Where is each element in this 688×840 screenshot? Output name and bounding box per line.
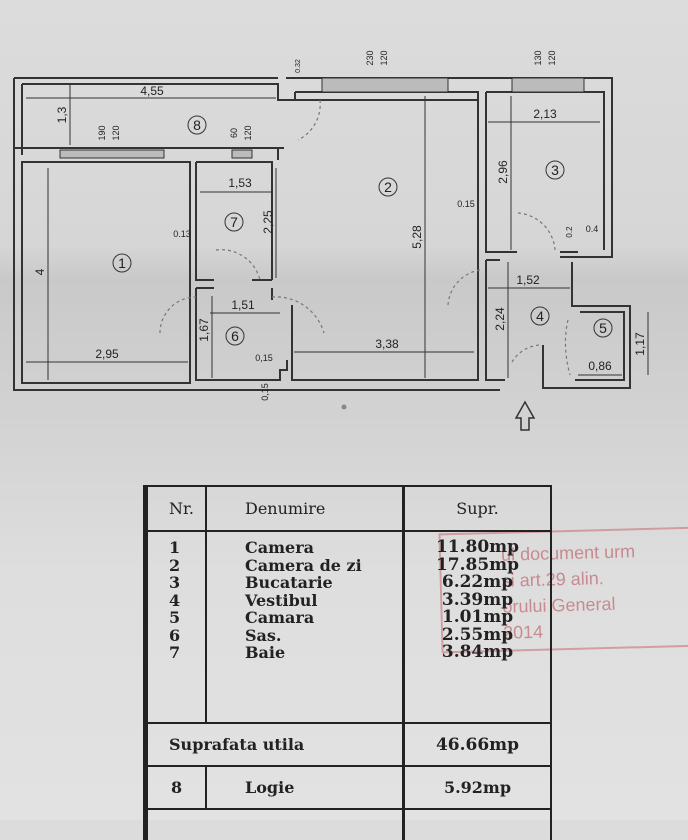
dim-label: 1,17 [633,332,647,356]
door-swing [511,344,541,363]
room-8-marker: 8 [187,115,207,135]
dim-label: 0.32 [295,59,302,73]
room-4-marker: 4 [530,306,550,326]
loggia-nr: 8 [145,767,207,808]
room-1-marker: 1 [112,253,132,273]
dim-label: 0,15 [260,383,270,401]
dim-label: 1,67 [197,318,211,342]
usable-area-row: Suprafata utila 46.66mp [145,724,550,767]
cut-off-row [145,810,550,840]
wall [277,77,613,258]
table-header: Nr. Denumire Supr. [145,487,550,532]
dim-label: 3,38 [375,337,399,351]
window [511,77,585,93]
entrance-arrow-icon [514,400,536,431]
usable-area-label: Suprafata utila [145,724,405,765]
dim-label: 0,86 [588,359,612,373]
loggia-area: 5.92mp [443,778,512,797]
wall [485,259,631,389]
room-7-marker: 7 [224,212,244,232]
dim-label: 0,15 [255,353,273,363]
svg-text:4: 4 [536,308,544,324]
wall [195,161,273,281]
svg-text:7: 7 [230,214,238,230]
dim-label: 1,3 [55,106,69,123]
usable-area-value: 46.66mp [435,734,520,755]
window-label: 60 [229,128,239,138]
door-swing [271,296,325,334]
outer-wall [13,77,500,391]
room-2-marker: 2 [378,177,398,197]
window-label: 120 [547,50,557,65]
door-swing [564,319,571,376]
room-5-marker: 5 [593,318,613,338]
window-label: 120 [379,50,389,65]
dim-label: 4 [33,268,47,275]
dim-label: 0.15 [457,199,475,209]
room-6-marker: 6 [225,326,245,346]
floor-plan: 1 2 3 4 5 6 7 8 4,55 1,3 4 2,95 1,53 2,2… [13,50,649,431]
svg-text:3: 3 [551,162,559,178]
header-nr: Nr. [145,487,207,530]
window-label: 130 [533,50,543,65]
svg-text:2: 2 [384,179,392,195]
dim-label: 1,52 [516,273,540,287]
svg-text:6: 6 [231,328,239,344]
header-area: Supr. [456,499,499,518]
dim-label: 2,96 [496,160,510,184]
door-swing [159,296,197,334]
window-label: 120 [243,125,253,140]
dim-label: 1,51 [231,298,255,312]
dot-mark [341,404,347,410]
window [321,77,449,93]
svg-text:1: 1 [118,255,126,271]
window [59,149,165,159]
dim-label: 2,24 [493,307,507,331]
door-swing [297,99,321,141]
room-labels: 1 2 3 4 5 6 7 8 [112,115,613,346]
dim-label: 0.2 [565,226,574,238]
dim-label: 2,25 [261,210,275,234]
door-swing [215,249,261,281]
room-3-marker: 3 [545,160,565,180]
loggia-name: Logie [207,767,405,808]
window-label: 120 [111,125,121,140]
svg-text:5: 5 [599,320,607,336]
dim-label: 4,55 [140,84,164,98]
loggia-row: 8 Logie 5.92mp [145,767,550,810]
door-swing [517,212,556,251]
door-swing [447,269,481,306]
dim-label: 0.13 [173,229,191,239]
wall [195,287,288,381]
dim-label: 5,28 [410,225,424,249]
dim-label: 0.4 [586,224,599,234]
window [231,149,253,159]
window-label: 230 [365,50,375,65]
window-label: 190 [97,125,107,140]
wall [14,147,278,384]
header-name: Denumire [207,487,405,530]
dim-label: 2,13 [533,107,557,121]
dim-label: 2,95 [95,347,119,361]
dim-label: 1,53 [228,176,252,190]
svg-text:8: 8 [193,117,201,133]
